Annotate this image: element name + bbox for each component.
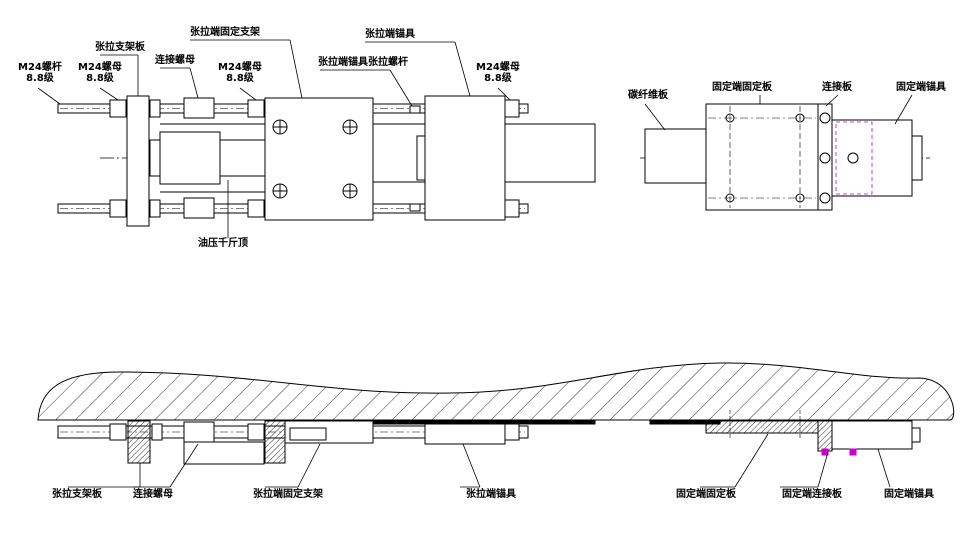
label-section-tension-end-anchor: 张拉端锚具 — [466, 489, 516, 500]
concrete-beam-section — [37, 362, 955, 421]
label-nut-m24-left-name: M24螺母 — [78, 62, 122, 73]
label-connecting-nut: 连接螺母 — [155, 55, 195, 66]
label-section-fixed-end-anchor: 固定端锚具 — [884, 489, 934, 500]
label-cfrp-plate: 碳纤维板 — [628, 90, 668, 101]
bolt-hole-icon — [272, 119, 358, 199]
label-nut-m24-left: M24螺母 8.8级 — [78, 62, 122, 84]
label-bolt-m24-name: M24螺杆 — [18, 62, 62, 73]
label-nut-m24-right-name: M24螺母 — [476, 62, 520, 73]
label-tension-end-fixed-bracket: 张拉端固定支架 — [190, 27, 260, 38]
label-section-tension-support-plate: 张拉支架板 — [52, 489, 102, 500]
label-section-fixed-end-connecting-plate: 固定端连接板 — [782, 489, 842, 500]
label-tension-end-anchor-rod: 张拉端锚具张拉螺杆 — [318, 57, 408, 68]
label-nut-m24-mid-grade: 8.8级 — [226, 73, 254, 84]
label-tension-end-anchor-top: 张拉端锚具 — [365, 29, 415, 40]
label-section-fixed-end-plate: 固定端固定板 — [676, 489, 736, 500]
leader-lines — [37, 39, 913, 488]
fixed-end-plan-view — [640, 103, 930, 211]
section-view — [37, 362, 955, 465]
cfrp-plate-right — [644, 128, 716, 184]
connecting-nut-lower — [183, 197, 215, 219]
label-nut-m24-left-grade: 8.8级 — [86, 73, 114, 84]
label-tension-support-plate: 张拉支架板 — [95, 42, 145, 53]
label-bolt-m24-grade: 8.8级 — [26, 73, 54, 84]
label-section-connecting-nut: 连接螺母 — [133, 489, 173, 500]
label-nut-m24-right: M24螺母 8.8级 — [476, 62, 520, 84]
label-section-tension-end-fixed-bracket: 张拉端固定支架 — [253, 489, 323, 500]
label-fixed-end-plate-top: 固定端固定板 — [712, 82, 772, 93]
connecting-nut-upper — [183, 97, 215, 119]
label-fixed-end-anchor-top: 固定端锚具 — [896, 82, 946, 93]
tension-end-plan-view — [57, 95, 596, 227]
label-bolt-m24: M24螺杆 8.8级 — [18, 62, 62, 84]
label-hydraulic-jack: 油压千斤顶 — [198, 238, 248, 249]
tension-support-plate — [126, 95, 150, 227]
label-nut-m24-mid-name: M24螺母 — [218, 62, 262, 73]
tension-end-anchor — [424, 95, 506, 221]
label-nut-m24-mid: M24螺母 8.8级 — [218, 62, 262, 84]
label-nut-m24-right-grade: 8.8级 — [484, 73, 512, 84]
tension-end-fixed-bracket — [264, 97, 374, 221]
hydraulic-jack-body — [159, 131, 221, 185]
label-connecting-plate: 连接板 — [822, 82, 852, 93]
